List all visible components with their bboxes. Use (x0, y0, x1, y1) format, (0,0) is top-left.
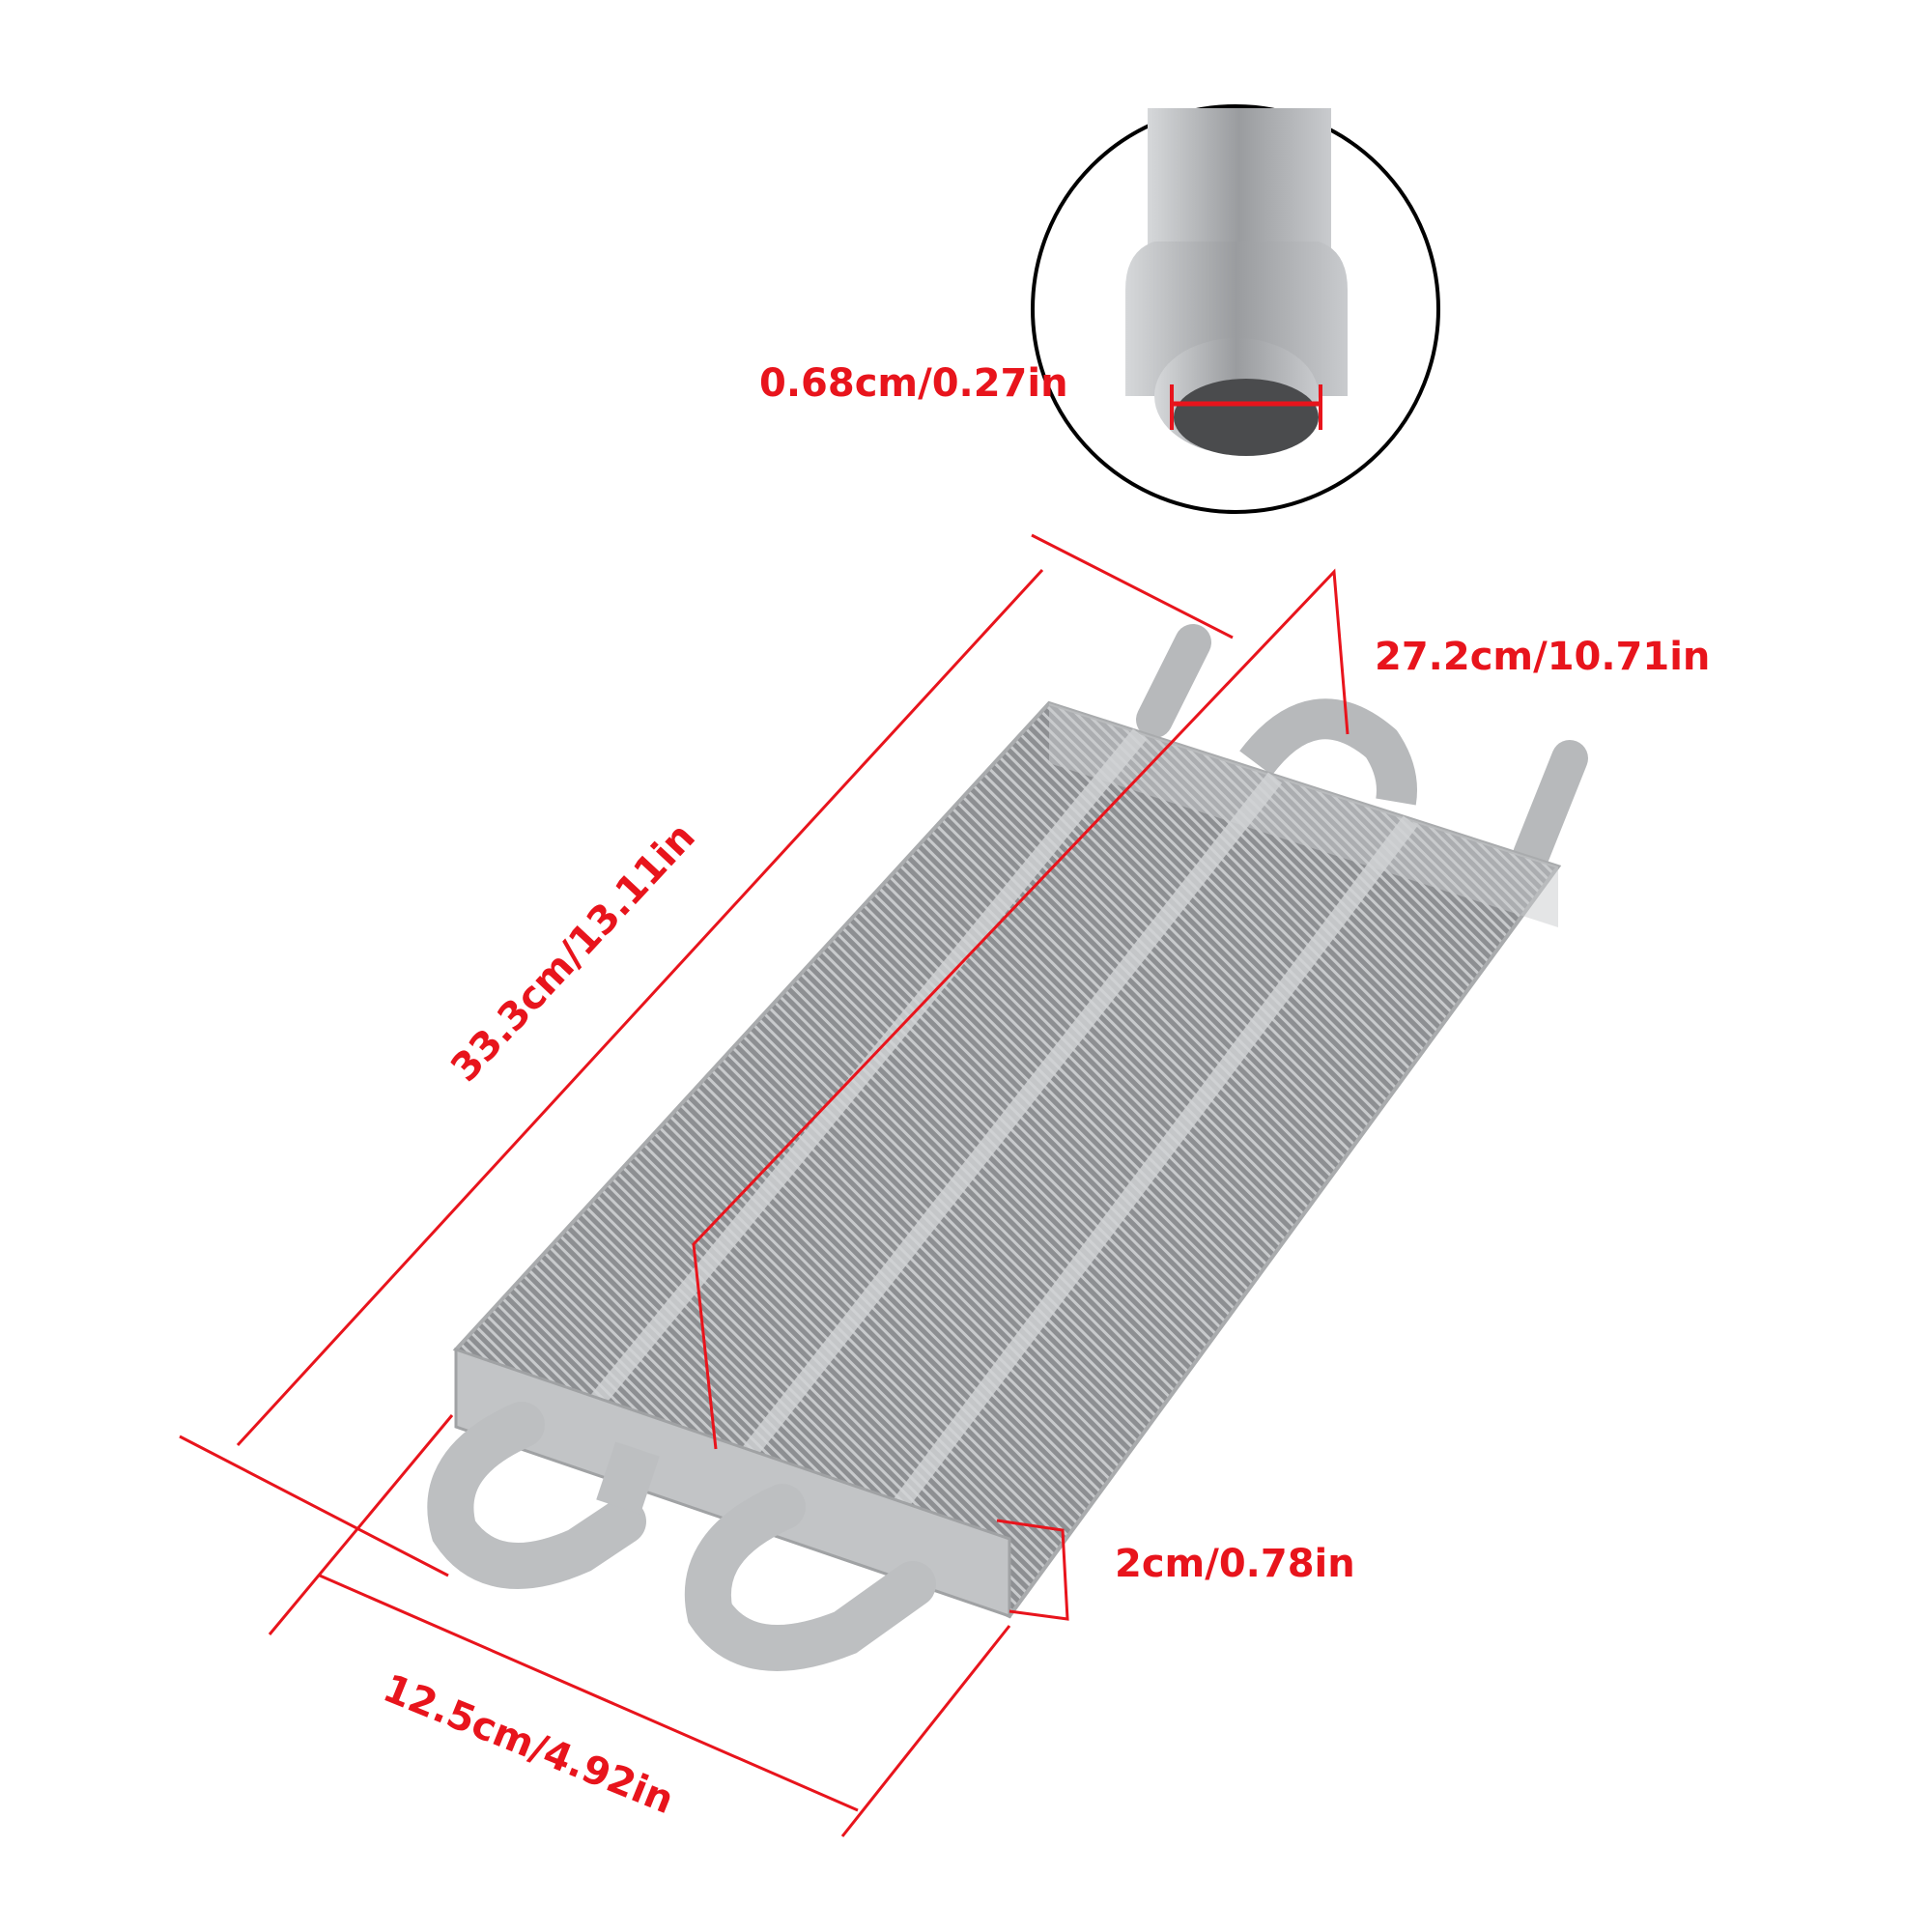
overall-length-label: 33.3cm/13.11in (442, 814, 704, 1090)
thickness-label: 2cm/0.78in (1115, 1542, 1355, 1586)
core-length-label: 27.2cm/10.71in (1375, 635, 1710, 679)
width-label: 12.5cm/4.92in (377, 1666, 680, 1823)
zoom-detail-circle (1031, 104, 1440, 514)
inner-diameter-label: 0.68cm/0.27in (759, 361, 1068, 406)
dimension-lines (179, 533, 1350, 1837)
tube-opening (1174, 379, 1319, 456)
cooler-body (427, 624, 1588, 1671)
